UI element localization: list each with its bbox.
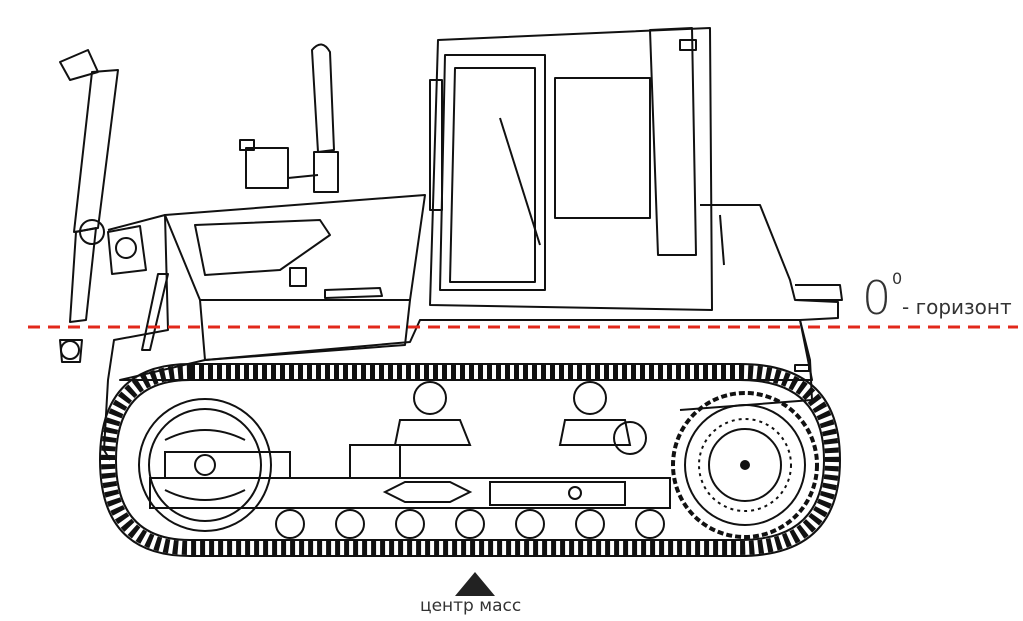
horizon-degree-mark: 0 [892,269,903,288]
track [98,363,842,557]
exhaust-stack [311,43,339,193]
horizon-text: - горизонт [902,295,1012,319]
center-of-mass-label: центр масс [420,596,522,616]
lower-hull [119,319,813,381]
rear-ripper-arm [59,49,169,363]
carrier-rollers [413,381,607,415]
engine-hood [164,194,426,361]
horizon-label: 0 0 - горизонт [862,269,1012,321]
air-filter [239,139,319,189]
horizon-degree-value: 0 [862,271,892,325]
rear-idler-wheel [138,398,272,532]
drive-sprocket [671,391,819,539]
track-rollers [275,509,665,539]
operator-cab [429,27,713,311]
track-frame [149,419,671,509]
center-of-mass-marker [455,572,495,596]
